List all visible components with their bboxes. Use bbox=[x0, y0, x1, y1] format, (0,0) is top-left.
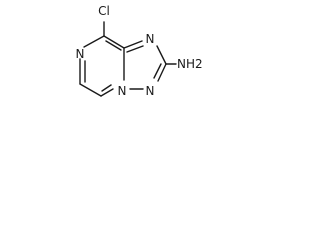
chemical-structure-diagram: Cl N N N N NH2 bbox=[76, 4, 202, 98]
atom-label-amino-group: NH2 bbox=[177, 57, 202, 71]
bond-c8-c8a bbox=[103, 35, 125, 49]
bond-c5-n4-double bbox=[101, 84, 112, 92]
bond-c8-c8a-double bbox=[105, 40, 122, 51]
bond-c8a-n1-double bbox=[126, 45, 144, 53]
atom-label-triazole-nitrogen-upper: N bbox=[146, 32, 155, 46]
atom-label-bridgehead-nitrogen: N bbox=[118, 84, 127, 98]
bond-c8a-n1 bbox=[123, 40, 143, 49]
atom-label-triazole-nitrogen-lower: N bbox=[146, 84, 155, 98]
bond-c5-n4 bbox=[100, 88, 114, 97]
atom-label-pyrazine-nitrogen: N bbox=[76, 47, 85, 61]
bond-c2-n3 bbox=[157, 63, 167, 82]
bond-n1-c2 bbox=[156, 45, 167, 65]
bond-c8-n7 bbox=[83, 35, 105, 48]
bond-c2-n3-double bbox=[153, 63, 162, 79]
atom-label-chlorine: Cl bbox=[98, 4, 110, 18]
bond-c6-c5 bbox=[79, 83, 102, 97]
